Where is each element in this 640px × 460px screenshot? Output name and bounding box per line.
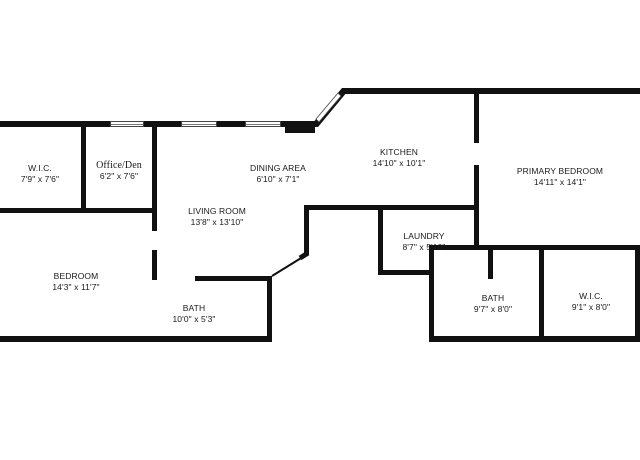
room-name: LIVING ROOM bbox=[188, 206, 246, 216]
room-dimensions: 9'1" x 8'0" bbox=[571, 302, 611, 312]
room-name: DINING AREA bbox=[250, 163, 306, 173]
wall-laundry-bottom bbox=[378, 270, 434, 275]
room-dimensions: 6'10" x 7'1" bbox=[256, 174, 300, 184]
wall-bath-wic bbox=[539, 245, 544, 342]
window-living-1 bbox=[181, 121, 217, 127]
room-label-bedroom: BEDROOM 14'3" x 11'7" bbox=[52, 271, 99, 293]
wall-office-living bbox=[152, 121, 157, 231]
room-name: W.I.C. bbox=[579, 291, 603, 301]
room-name: KITCHEN bbox=[379, 147, 418, 157]
wall-laundry-left bbox=[378, 205, 383, 275]
room-name: BEDROOM bbox=[53, 271, 99, 281]
room-dimensions: 14'10" x 10'1" bbox=[372, 158, 426, 168]
room-label-living-room: LIVING ROOM 13'8" x 13'10" bbox=[188, 206, 246, 228]
window-office bbox=[110, 121, 144, 127]
wall-kitchen-primary-upper bbox=[474, 88, 479, 143]
wall-column bbox=[285, 121, 315, 133]
wall-bottom-right bbox=[432, 336, 640, 342]
room-name: Office/Den bbox=[96, 160, 142, 171]
room-dimensions: 8'7" x 5'10" bbox=[402, 242, 446, 252]
room-label-office-den: Office/Den 6'2" x 7'6" bbox=[96, 160, 142, 182]
room-name: LAUNDRY bbox=[403, 231, 445, 241]
wall-hall-top bbox=[304, 205, 476, 210]
wall-bath-left-edge bbox=[429, 245, 434, 342]
wall-laundry-top bbox=[429, 245, 640, 250]
wall-right-edge bbox=[635, 245, 640, 342]
room-label-bath-left: BATH 10'0" x 5'3" bbox=[172, 303, 215, 325]
wall-bath-top bbox=[195, 276, 272, 281]
room-name: BATH bbox=[481, 293, 505, 303]
window-living-2 bbox=[245, 121, 281, 127]
wall-bath-stub bbox=[488, 245, 493, 279]
room-name: W.I.C. bbox=[28, 163, 52, 173]
room-label-laundry: LAUNDRY 8'7" x 5'10" bbox=[402, 231, 445, 253]
room-dimensions: 9'7" x 8'0" bbox=[473, 304, 513, 314]
room-label-kitchen: KITCHEN 14'10" x 10'1" bbox=[373, 147, 426, 169]
room-dimensions: 6'2" x 7'6" bbox=[99, 171, 139, 181]
room-dimensions: 10'0" x 5'3" bbox=[172, 314, 216, 324]
room-name: PRIMARY BEDROOM bbox=[516, 166, 604, 176]
room-label-primary-bedroom: PRIMARY BEDROOM 14'11" x 14'1" bbox=[517, 166, 603, 188]
room-dimensions: 7'9" x 7'6" bbox=[20, 174, 60, 184]
wall-wic-bedroom bbox=[0, 208, 157, 213]
wall-wic-office bbox=[81, 121, 86, 211]
room-label-wic-right: W.I.C. 9'1" x 8'0" bbox=[572, 291, 610, 313]
wall-bath-right bbox=[267, 276, 272, 342]
room-label-dining-area: DINING AREA 6'10" x 7'1" bbox=[250, 163, 306, 185]
wall-hall-left bbox=[304, 205, 309, 255]
wall-kitchen-primary-lower bbox=[474, 165, 479, 250]
room-dimensions: 14'3" x 11'7" bbox=[52, 282, 100, 292]
room-dimensions: 14'11" x 14'1" bbox=[533, 177, 587, 187]
wall-top-left bbox=[0, 121, 318, 127]
room-label-wic-left: W.I.C. 7'9" x 7'6" bbox=[21, 163, 59, 185]
room-label-bath-right: BATH 9'7" x 8'0" bbox=[474, 293, 512, 315]
room-dimensions: 13'8" x 13'10" bbox=[190, 217, 244, 227]
kitchen-bay-window bbox=[315, 92, 342, 123]
hall-door-swing bbox=[271, 254, 307, 277]
room-name: BATH bbox=[182, 303, 206, 313]
wall-top-right bbox=[342, 88, 640, 94]
wall-bottom-left bbox=[0, 336, 272, 342]
wall-bedroom-living bbox=[152, 250, 157, 280]
